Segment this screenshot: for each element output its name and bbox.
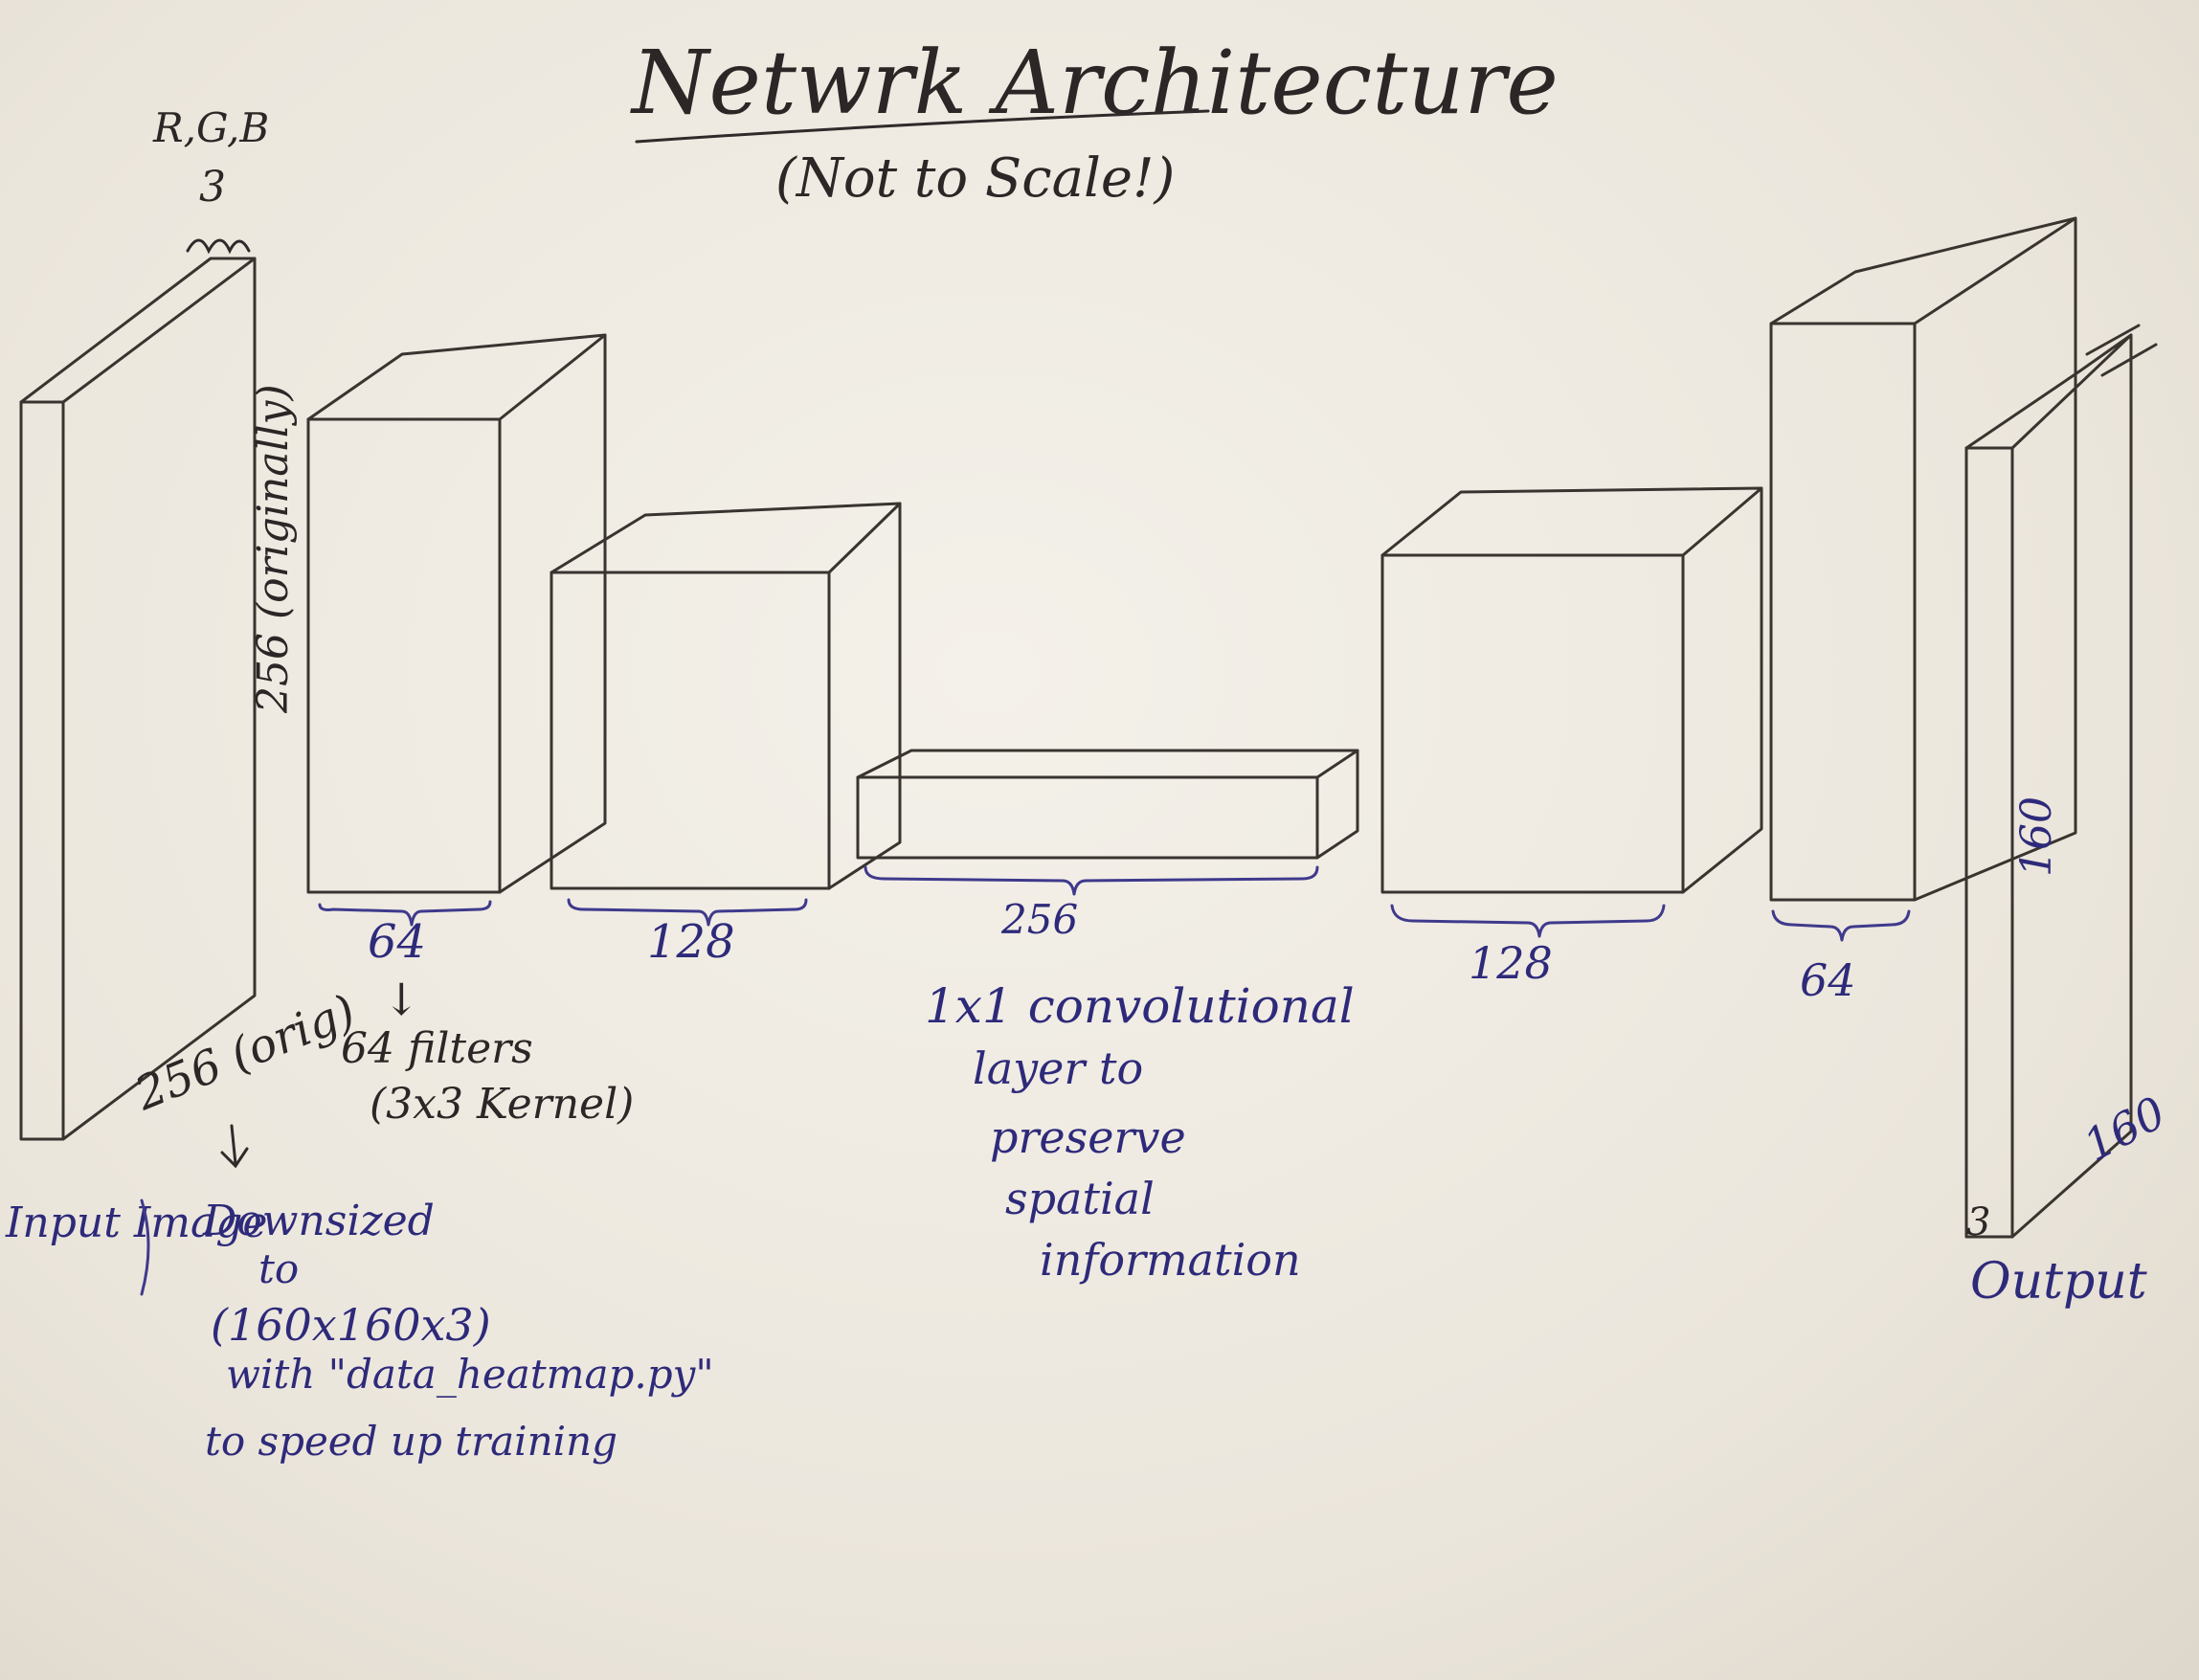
layer-1-note-kernel: (3x3 Kernel) (370, 1080, 634, 1129)
encoder-block-64 (306, 333, 607, 894)
encoder-block-128 (550, 502, 902, 890)
output-label: Output (1970, 1253, 2147, 1310)
input-channels-brace (186, 238, 251, 255)
output-channels-label: 3 (1966, 1200, 1990, 1244)
diagram-subtitle: (Not to Scale!) (775, 147, 1175, 210)
middle-note-line-5: information (1040, 1234, 1301, 1286)
input-caption-paren (140, 1198, 150, 1296)
input-image-label: Input Image (5, 1198, 267, 1247)
input-channels-label: R,G,B (152, 104, 269, 151)
decoder-block-64 (1769, 216, 2077, 902)
input-note-line-1: Downsized (202, 1197, 435, 1245)
layer-3-depth-label: 256 (1000, 896, 1078, 943)
layer-4-depth-label: 128 (1469, 937, 1553, 989)
input-image-block (19, 257, 257, 1141)
middle-note-line-1: 1x1 convolutional (925, 978, 1355, 1034)
output-height-label: 160 (2012, 796, 2061, 877)
brace-layer-2 (567, 898, 808, 927)
decoder-block-128 (1380, 486, 1763, 894)
layer-2-depth-label: 128 (647, 915, 735, 969)
input-note-line-3: (160x160x3) (211, 1299, 491, 1351)
output-width-label: 160 (2076, 1086, 2174, 1172)
input-note-line-2: to (258, 1245, 299, 1292)
brace-layer-3 (864, 865, 1319, 896)
brace-layer-1 (318, 900, 492, 927)
layer-1-note-filters: 64 filters (341, 1024, 533, 1073)
diagram-title: Netwrk Architecture (630, 32, 1559, 134)
middle-note-line-2: layer to (973, 1042, 1143, 1094)
brace-layer-5 (1771, 909, 1911, 942)
brace-layer-4 (1390, 904, 1666, 938)
input-note-line-5: to speed up training (205, 1418, 617, 1465)
middle-note-line-3: preserve (990, 1111, 1186, 1163)
input-height-label: 256 (originally) (249, 384, 298, 714)
title-underline (635, 109, 1210, 144)
layer-5-depth-label: 64 (1800, 954, 1856, 1006)
layer-1-arrow: ↓ (383, 974, 420, 1025)
input-down-arrow (220, 1124, 249, 1169)
input-note-line-4: with "data_heatmap.py" (226, 1351, 714, 1398)
middle-note-line-4: spatial (1005, 1173, 1155, 1224)
bottleneck-block-256 (856, 749, 1359, 860)
output-block (1964, 324, 2158, 1239)
layer-1-depth-label: 64 (368, 915, 426, 969)
input-channels-count: 3 (199, 163, 226, 212)
input-width-label: 256 (orig) (127, 984, 364, 1121)
